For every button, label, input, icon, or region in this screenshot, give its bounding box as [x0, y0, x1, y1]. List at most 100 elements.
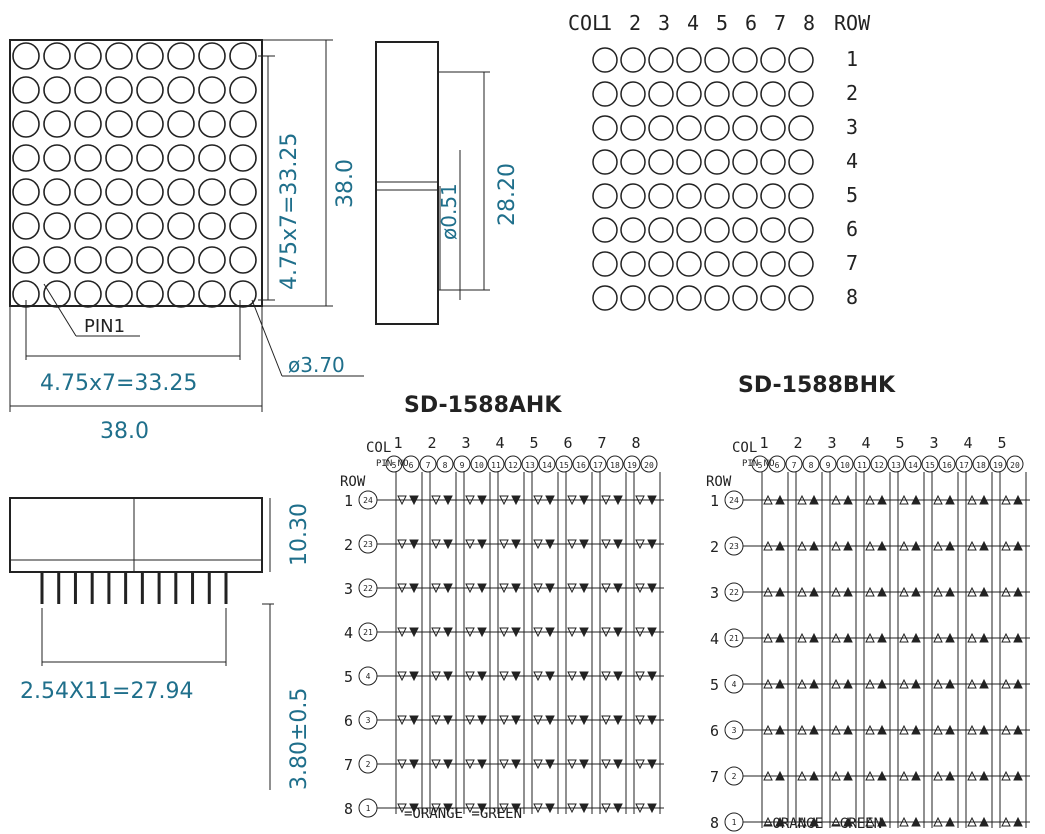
schematic-row-pin: 23 [729, 542, 739, 551]
schematic-diode [579, 583, 589, 594]
schematic-row-pin: 22 [729, 588, 739, 597]
dim-pitch-vertical: 4.75x7=33.25 [277, 133, 302, 290]
schematic-diode [843, 816, 853, 827]
top-led-dot [732, 149, 758, 175]
top-led-dot [704, 285, 730, 311]
schematic-col-pin: 14 [908, 461, 918, 470]
front-led-dot [105, 178, 133, 206]
schematic-diode [409, 671, 419, 682]
schematic-diode [567, 627, 577, 638]
top-row-number: 5 [846, 183, 858, 207]
front-led-dot [105, 280, 133, 308]
top-col-header: COL [568, 11, 604, 35]
top-led-dot [704, 251, 730, 277]
front-led-dot [167, 178, 195, 206]
schematic-col-pin: 20 [644, 461, 654, 470]
front-led-dot [136, 42, 164, 70]
schematic-col-pin: 12 [508, 461, 518, 470]
top-col-number: 2 [629, 11, 641, 35]
front-led-dot [229, 42, 257, 70]
schematic-diode [567, 671, 577, 682]
schematic-diode [397, 671, 407, 682]
schematic-row-number: 6 [710, 722, 719, 740]
front-led-dot [136, 144, 164, 172]
schematic-pin-circle [521, 455, 539, 473]
top-led-dot [592, 251, 618, 277]
schematic-row-number: 3 [344, 580, 353, 598]
top-led-dot [760, 81, 786, 107]
top-led-dot [620, 81, 646, 107]
schematic-diode [601, 495, 611, 506]
schematic-col-pin: 17 [959, 461, 969, 470]
bottom-pin-row [40, 572, 228, 604]
schematic-pin-circle [640, 455, 658, 473]
top-led-dot [620, 251, 646, 277]
schematic-diode [865, 540, 875, 551]
dot-diameter-label: ø3.70 [288, 353, 345, 377]
schematic-col-number: 3 [461, 434, 470, 452]
schematic-diode [409, 495, 419, 506]
schematic-diode [899, 632, 909, 643]
schematic-col-pin: 6 [409, 461, 414, 470]
top-led-dot [732, 183, 758, 209]
top-led-dot [648, 251, 674, 277]
top-col-number: 3 [658, 11, 670, 35]
schematic-diode [1001, 632, 1011, 643]
top-led-dot [648, 217, 674, 243]
schematic-col-pin: 6 [775, 461, 780, 470]
schematic-diode [933, 494, 943, 505]
schematic-diode [431, 715, 441, 726]
schematic-diode [979, 586, 989, 597]
schematic-diode [533, 627, 543, 638]
schematic-diode [601, 627, 611, 638]
schematic-col-pin: 13 [891, 461, 901, 470]
front-led-dot [167, 42, 195, 70]
schematic-col-pin: 17 [593, 461, 603, 470]
top-led-dot [676, 217, 702, 243]
schematic-diode [477, 715, 487, 726]
schematic-diode [933, 540, 943, 551]
schematic-col-number: 4 [963, 434, 972, 452]
schematic-diode [1001, 724, 1011, 735]
schematic-row-label: ROW [340, 474, 366, 490]
schematic-pin-circle [819, 455, 837, 473]
schematic-row-number: 1 [344, 492, 353, 510]
schematic-diode [465, 583, 475, 594]
schematic-diode [465, 759, 475, 770]
schematic-diode [797, 678, 807, 689]
schematic-diode [431, 671, 441, 682]
top-led-dot [676, 285, 702, 311]
schematic-diode [1013, 678, 1023, 689]
schematic-col-pin: 20 [1010, 461, 1020, 470]
front-led-dot [167, 280, 195, 308]
top-led-dot [676, 81, 702, 107]
schematic-diode [397, 583, 407, 594]
schematic-diode [477, 627, 487, 638]
pin1-label: PIN1 [84, 316, 125, 337]
schematic-pin-no-label: PIN NO [742, 459, 775, 469]
schematic-pin-circle [989, 455, 1007, 473]
schematic-diode [1001, 494, 1011, 505]
schematic-diode [877, 586, 887, 597]
schematic-diode [843, 540, 853, 551]
schematic-col-pin: 15 [925, 461, 935, 470]
schematic-pin-circle [572, 455, 590, 473]
schematic-diode [635, 671, 645, 682]
top-led-dot [676, 47, 702, 73]
schematic-diode [465, 495, 475, 506]
schematic-diode [843, 632, 853, 643]
schematic-col-label: COL [366, 440, 391, 456]
schematic-diode [465, 715, 475, 726]
schematic-diode [979, 678, 989, 689]
schematic-diode [635, 495, 645, 506]
schematic-diode [477, 671, 487, 682]
schematic-row-number: 2 [710, 538, 719, 556]
front-led-dot [12, 110, 40, 138]
top-col-number: 7 [774, 11, 786, 35]
top-led-dot [592, 81, 618, 107]
schematic-diode [465, 539, 475, 550]
schematic-diode [1013, 770, 1023, 781]
schematic-diode [431, 583, 441, 594]
